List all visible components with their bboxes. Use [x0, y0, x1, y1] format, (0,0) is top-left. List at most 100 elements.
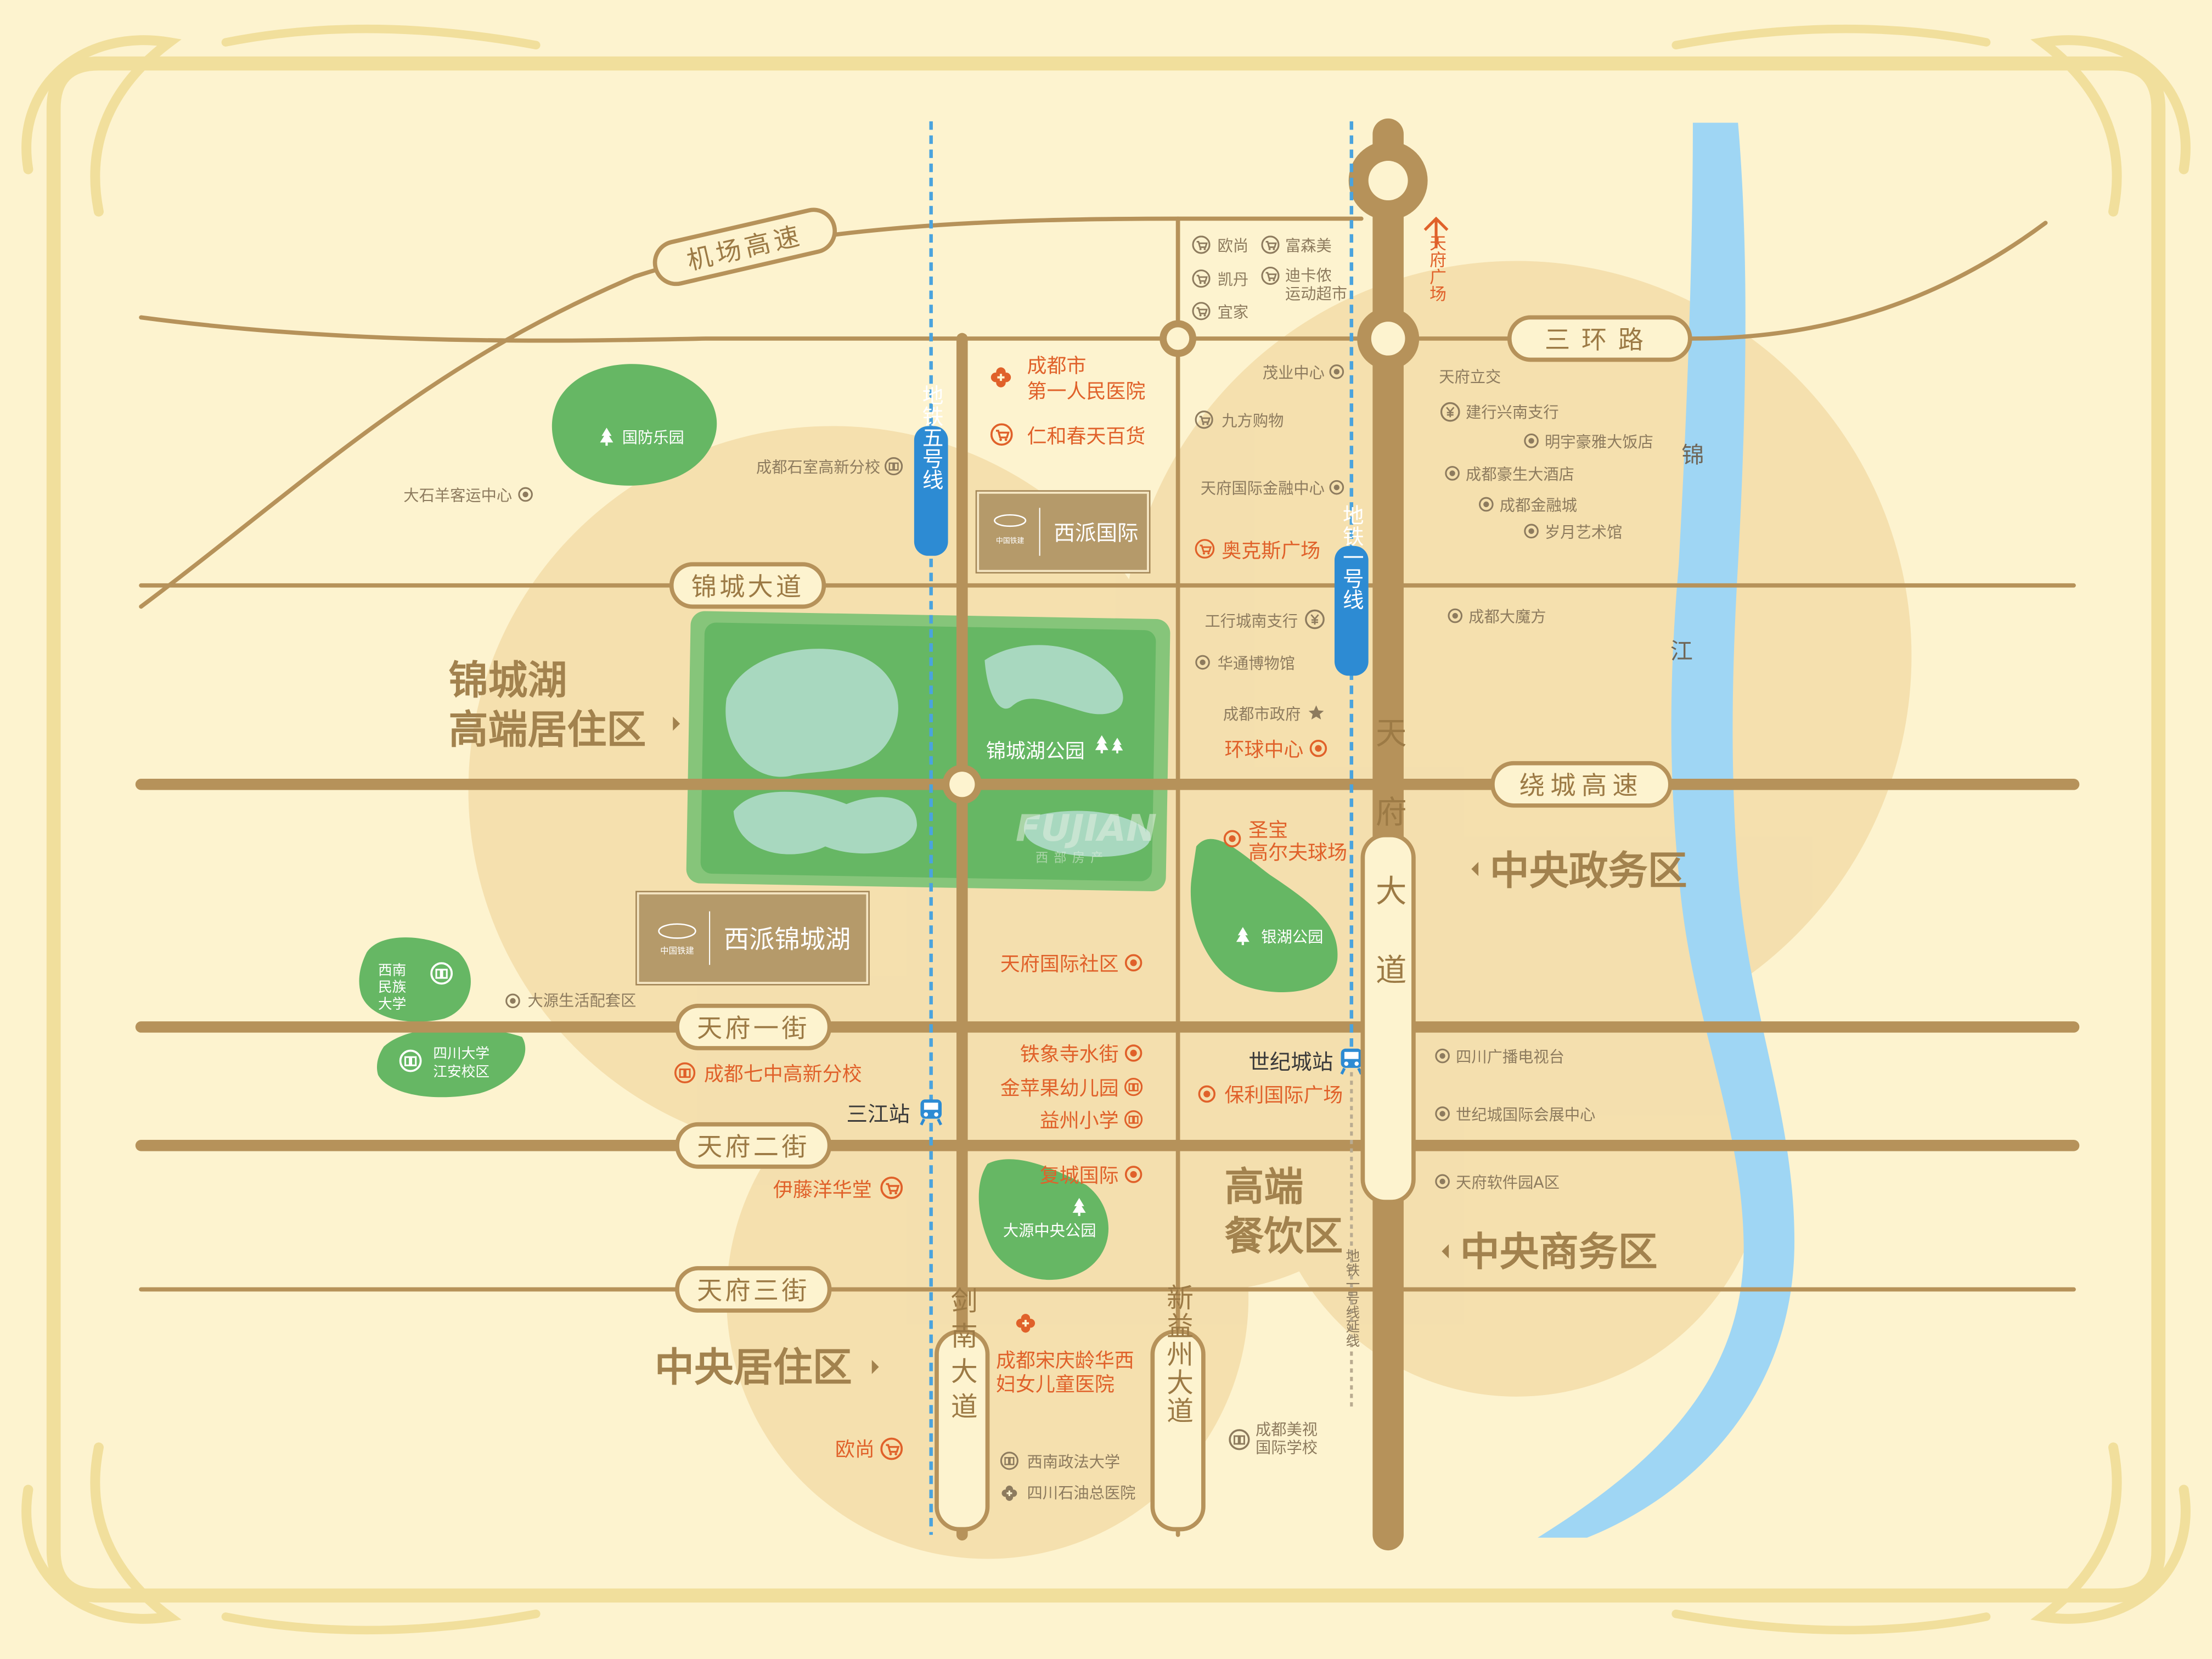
svg-text:中央商务区: 中央商务区: [1460, 1229, 1658, 1275]
svg-text:高端居住区: 高端居住区: [449, 707, 646, 753]
svg-text:天府广场: 天府广场: [1426, 234, 1446, 302]
shijicheng-station-label: 世纪城站: [1248, 1050, 1333, 1075]
arrow-right-icon: [673, 716, 680, 731]
svg-text:天府国际社区: 天府国际社区: [1000, 953, 1119, 976]
road-label-tianfu-3rd: 天府三街: [675, 1266, 832, 1313]
svg-text:岁月艺术馆: 岁月艺术馆: [1545, 523, 1622, 541]
direction-tianfu-square: 天府广场: [1423, 216, 1449, 302]
svg-text:复城国际: 复城国际: [1040, 1165, 1119, 1187]
brand-logo-icon: [994, 514, 1027, 527]
svg-text:成都豪生大酒店: 成都豪生大酒店: [1466, 465, 1574, 483]
brand-logo-icon: [658, 923, 696, 939]
road-label-ring-expressway: 绕城高速: [1490, 761, 1673, 808]
road-label-tianfu-avenue: 天府大道: [1360, 717, 1416, 1204]
svg-text:工行城南支行: 工行城南支行: [1205, 612, 1298, 630]
parks: [359, 364, 1338, 1280]
ornamental-frame: [21, 24, 2191, 1635]
jinjiang-river: [1538, 122, 1795, 1538]
svg-text:九方购物: 九方购物: [1222, 412, 1284, 430]
campus-label-southwest-minzu: 西南: [378, 962, 406, 978]
svg-text:天府软件园A区: 天府软件园A区: [1456, 1173, 1560, 1191]
svg-text:锦城湖: 锦城湖: [449, 657, 567, 704]
svg-text:成都市政府: 成都市政府: [1223, 705, 1301, 723]
svg-text:中央居住区: 中央居住区: [655, 1345, 852, 1391]
sanjiang-station-label: 三江站: [847, 1103, 910, 1127]
svg-text:大源生活配套区: 大源生活配套区: [527, 992, 636, 1010]
svg-text:天府大道: 天府大道: [1370, 717, 1406, 1033]
park-labels: 国防乐园 锦城湖公园 银湖公园 大源中央公园: [600, 428, 1323, 1240]
lake-crescent: [984, 645, 1123, 715]
svg-text:银湖公园: 银湖公园: [1261, 928, 1323, 946]
svg-text:华通博物馆: 华通博物馆: [1218, 654, 1295, 672]
road-label-jincheng-avenue: 锦城大道: [669, 562, 826, 609]
road-airport-expressway-line: [139, 216, 1364, 609]
district-labels: 锦城湖 高端居住区 中央政务区 高端 餐饮区 中央商务区 中央居住区: [449, 657, 1687, 1391]
svg-text:欧尚: 欧尚: [1218, 237, 1249, 255]
svg-text:四川石油总医院: 四川石油总医院: [1027, 1484, 1136, 1502]
interchanges: [942, 141, 1428, 805]
svg-text:西部房产: 西部房产: [1035, 851, 1109, 865]
svg-text:西南政法大学: 西南政法大学: [1027, 1453, 1121, 1471]
metro-line1-ext-label: 地铁一号线延线: [1343, 1249, 1360, 1347]
svg-text:成都市: 成都市: [1027, 355, 1087, 378]
lake-east: [1023, 811, 1151, 857]
svg-text:天府二街: 天府二街: [697, 1132, 810, 1161]
star-icon: [1308, 705, 1324, 719]
park-yinhu: [1190, 839, 1338, 992]
svg-text:成都七中高新分校: 成都七中高新分校: [704, 1063, 862, 1086]
svg-text:天府三街: 天府三街: [697, 1276, 810, 1306]
svg-text:天府国际金融中心: 天府国际金融中心: [1201, 480, 1325, 498]
svg-text:高尔夫球场: 高尔夫球场: [1248, 841, 1347, 864]
svg-text:绕城高速: 绕城高速: [1519, 771, 1643, 800]
road-labels: 机场高速 三环路 锦城大道 绕城高速 天府一街 天府二街 天府三街 剑南大道: [652, 207, 1692, 1532]
svg-text:保利国际广场: 保利国际广场: [1224, 1084, 1343, 1107]
campus-labels: 西南 民族 大学 四川大学 江安校区: [378, 962, 489, 1080]
campus-label-sichuan-jiangan: 江安校区: [433, 1064, 489, 1080]
svg-text:环球中心: 环球中心: [1225, 739, 1304, 761]
lake-south: [733, 791, 918, 854]
svg-text:欧尚: 欧尚: [835, 1438, 875, 1461]
svg-text:新益州大道: 新益州大道: [1162, 1284, 1194, 1425]
lake-west: [725, 649, 898, 777]
project-sign-xipai-jinchenghu: 中国铁建 西派锦城湖: [635, 891, 870, 986]
svg-text:天府立交: 天府立交: [1439, 368, 1501, 386]
svg-text:大源中央公园: 大源中央公园: [1003, 1222, 1096, 1240]
svg-text:三环路: 三环路: [1545, 325, 1655, 355]
svg-text:建行兴南支行: 建行兴南支行: [1466, 403, 1559, 421]
campus-label-southwest-minzu: 民族: [378, 979, 406, 996]
campus-label-southwest-minzu: 大学: [378, 996, 406, 1013]
svg-text:餐饮区: 餐饮区: [1224, 1213, 1343, 1259]
svg-text:高端: 高端: [1224, 1164, 1303, 1210]
svg-text:天府一街: 天府一街: [697, 1013, 810, 1043]
arrow-left-icon: [1471, 862, 1479, 876]
road-label-tianfu-1st: 天府一街: [675, 1003, 832, 1050]
park-southwest-minzu: [359, 937, 471, 1022]
arrow-up-icon: [1423, 216, 1449, 249]
svg-text:仁和春天百货: 仁和春天百货: [1027, 425, 1146, 448]
svg-text:成都金融城: 成都金融城: [1500, 497, 1577, 515]
river-name-char: 江: [1670, 638, 1693, 664]
campus-label-sichuan-jiangan: 四川大学: [433, 1045, 489, 1062]
svg-text:凯丹: 凯丹: [1218, 271, 1249, 289]
park-dayuan-central: [978, 1159, 1109, 1280]
svg-text:中国铁建: 中国铁建: [660, 946, 694, 956]
svg-text:地铁五号线: 地铁五号线: [919, 384, 943, 490]
park-guofang: [551, 364, 717, 486]
svg-text:铁象寺水街: 铁象寺水街: [1020, 1043, 1119, 1066]
metro-line1-badge: 地铁一号线: [1334, 504, 1369, 676]
river-name-char: 锦: [1681, 442, 1704, 468]
svg-text:中国铁建: 中国铁建: [996, 537, 1025, 545]
river-label: 锦 江: [1670, 442, 1704, 664]
svg-text:国防乐园: 国防乐园: [622, 429, 684, 447]
svg-text:奥克斯广场: 奥克斯广场: [1222, 539, 1320, 562]
svg-text:益州小学: 益州小学: [1040, 1110, 1119, 1132]
svg-text:成都石室高新分校: 成都石室高新分校: [756, 458, 880, 476]
svg-text:地铁一号线: 地铁一号线: [1339, 504, 1364, 610]
svg-text:西派国际: 西派国际: [1054, 521, 1138, 546]
road-label-tianfu-2nd: 天府二街: [675, 1122, 832, 1169]
road-label-xinyizhou-avenue: 新益州大道: [1150, 1284, 1206, 1532]
svg-text:明宇豪雅大饭店: 明宇豪雅大饭店: [1545, 433, 1653, 451]
road-label-jiannan-avenue: 剑南大道: [935, 1286, 990, 1532]
svg-text:成都大魔方: 成都大魔方: [1468, 608, 1546, 626]
